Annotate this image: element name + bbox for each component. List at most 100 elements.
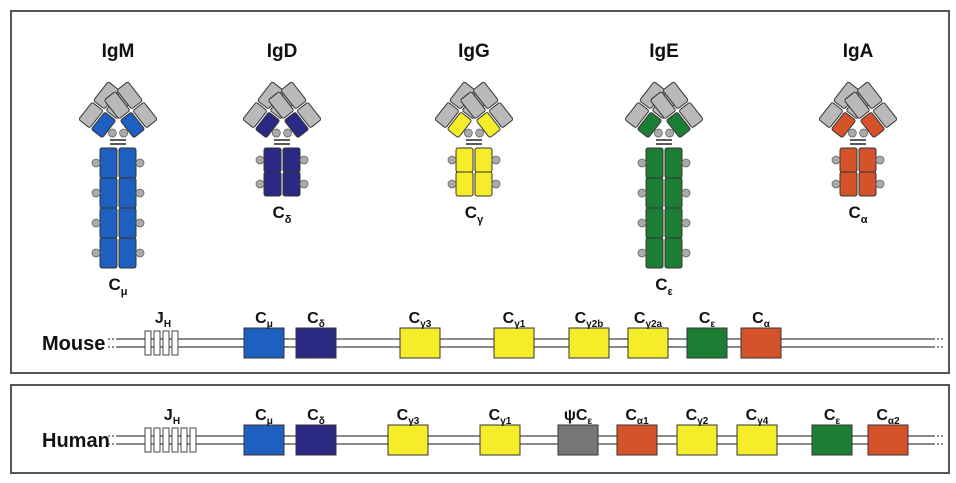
glycan-dot bbox=[91, 158, 101, 168]
ch-domain bbox=[858, 147, 877, 173]
constant-label: Cα bbox=[848, 203, 867, 226]
gene-segment bbox=[399, 327, 441, 359]
vl-domain bbox=[473, 81, 499, 109]
glycan-dot bbox=[135, 218, 145, 228]
glycan-dot bbox=[875, 179, 885, 189]
glycan-dot bbox=[681, 218, 691, 228]
gene-segment bbox=[568, 327, 610, 359]
gene-segment bbox=[243, 424, 285, 456]
gene-segment bbox=[740, 327, 782, 359]
cl-domain bbox=[873, 102, 898, 128]
glycan-dot bbox=[681, 188, 691, 198]
ch-domain bbox=[664, 147, 683, 179]
cl-domain bbox=[133, 102, 158, 128]
jh-segment bbox=[144, 427, 152, 453]
gene-label: Cγ1 bbox=[503, 310, 526, 330]
ch-domain bbox=[99, 207, 118, 239]
ch-domain bbox=[263, 171, 282, 197]
ch1-domain bbox=[860, 112, 885, 138]
ch-domain bbox=[839, 147, 858, 173]
cl-domain bbox=[297, 102, 322, 128]
ch1-domain bbox=[284, 112, 309, 138]
glycan-dot bbox=[299, 179, 309, 189]
gene-label: Cα1 bbox=[625, 407, 649, 427]
gene-segment bbox=[686, 327, 728, 359]
gene-label: Cγ4 bbox=[746, 407, 769, 427]
gene-segment bbox=[295, 327, 337, 359]
cl-domain bbox=[78, 102, 103, 128]
cl-domain bbox=[434, 102, 459, 128]
glycan-dot bbox=[475, 128, 485, 138]
gene-label: Cγ3 bbox=[409, 310, 432, 330]
ch-domain bbox=[455, 171, 474, 197]
right-arm bbox=[104, 81, 158, 138]
jh-segment bbox=[189, 427, 197, 453]
gene-segment bbox=[243, 327, 285, 359]
cl-domain bbox=[818, 102, 843, 128]
glycan-dot bbox=[463, 128, 473, 138]
ch-domain bbox=[263, 147, 282, 173]
ch-domain bbox=[645, 177, 664, 209]
gene-segment bbox=[627, 327, 669, 359]
glycan-dot bbox=[255, 179, 265, 189]
gene-label: Cγ2 bbox=[686, 407, 709, 427]
species-label: Mouse bbox=[42, 333, 105, 355]
ch1-domain bbox=[476, 112, 501, 138]
cl-domain bbox=[624, 102, 649, 128]
right-arm bbox=[460, 81, 514, 138]
gene-segment bbox=[387, 424, 429, 456]
gene-segment bbox=[493, 327, 535, 359]
ch-domain bbox=[474, 147, 493, 173]
glycan-dot bbox=[847, 128, 857, 138]
ch-domain bbox=[118, 147, 137, 179]
gene-segment bbox=[736, 424, 778, 456]
glycan-dot bbox=[271, 128, 281, 138]
glycan-dot bbox=[119, 128, 129, 138]
jh-segment bbox=[180, 427, 188, 453]
gene-label: Cμ bbox=[255, 310, 273, 330]
glycan-dot bbox=[681, 248, 691, 258]
ch1-domain bbox=[637, 112, 662, 138]
glycan-dot bbox=[681, 158, 691, 168]
glycan-dot bbox=[135, 188, 145, 198]
glycan-dot bbox=[637, 158, 647, 168]
ch1-domain bbox=[666, 112, 691, 138]
glycan-dot bbox=[637, 188, 647, 198]
right-arm bbox=[844, 81, 898, 138]
gene-label: Cα bbox=[752, 310, 771, 330]
ch-domain bbox=[839, 171, 858, 197]
glycan-dot bbox=[255, 155, 265, 165]
constant-label: Cμ bbox=[108, 275, 127, 298]
ch1-domain bbox=[447, 112, 472, 138]
glycan-dot bbox=[637, 248, 647, 258]
vl-domain bbox=[117, 81, 143, 109]
glycan-dot bbox=[831, 179, 841, 189]
glycan-dot bbox=[491, 155, 501, 165]
isotype-title: IgG bbox=[458, 41, 490, 62]
glycan-dot bbox=[637, 218, 647, 228]
gene-segment bbox=[616, 424, 658, 456]
ch-domain bbox=[455, 147, 474, 173]
ch-domain bbox=[645, 237, 664, 269]
cl-domain bbox=[242, 102, 267, 128]
ch1-domain bbox=[255, 112, 280, 138]
glycan-dot bbox=[135, 248, 145, 258]
cl-domain bbox=[679, 102, 704, 128]
ch-domain bbox=[99, 177, 118, 209]
gene-label: Cγ2a bbox=[634, 310, 663, 330]
glycan-dot bbox=[653, 128, 663, 138]
ch-domain bbox=[645, 147, 664, 179]
ch-domain bbox=[118, 207, 137, 239]
ch1-domain bbox=[831, 112, 856, 138]
ch-domain bbox=[664, 207, 683, 239]
glycan-dot bbox=[91, 248, 101, 258]
right-arm bbox=[650, 81, 704, 138]
gene-label: Cα2 bbox=[876, 407, 900, 427]
gene-label: Cγ1 bbox=[489, 407, 512, 427]
gene-segment bbox=[867, 424, 909, 456]
glycan-dot bbox=[447, 179, 457, 189]
vh-domain bbox=[104, 91, 130, 119]
